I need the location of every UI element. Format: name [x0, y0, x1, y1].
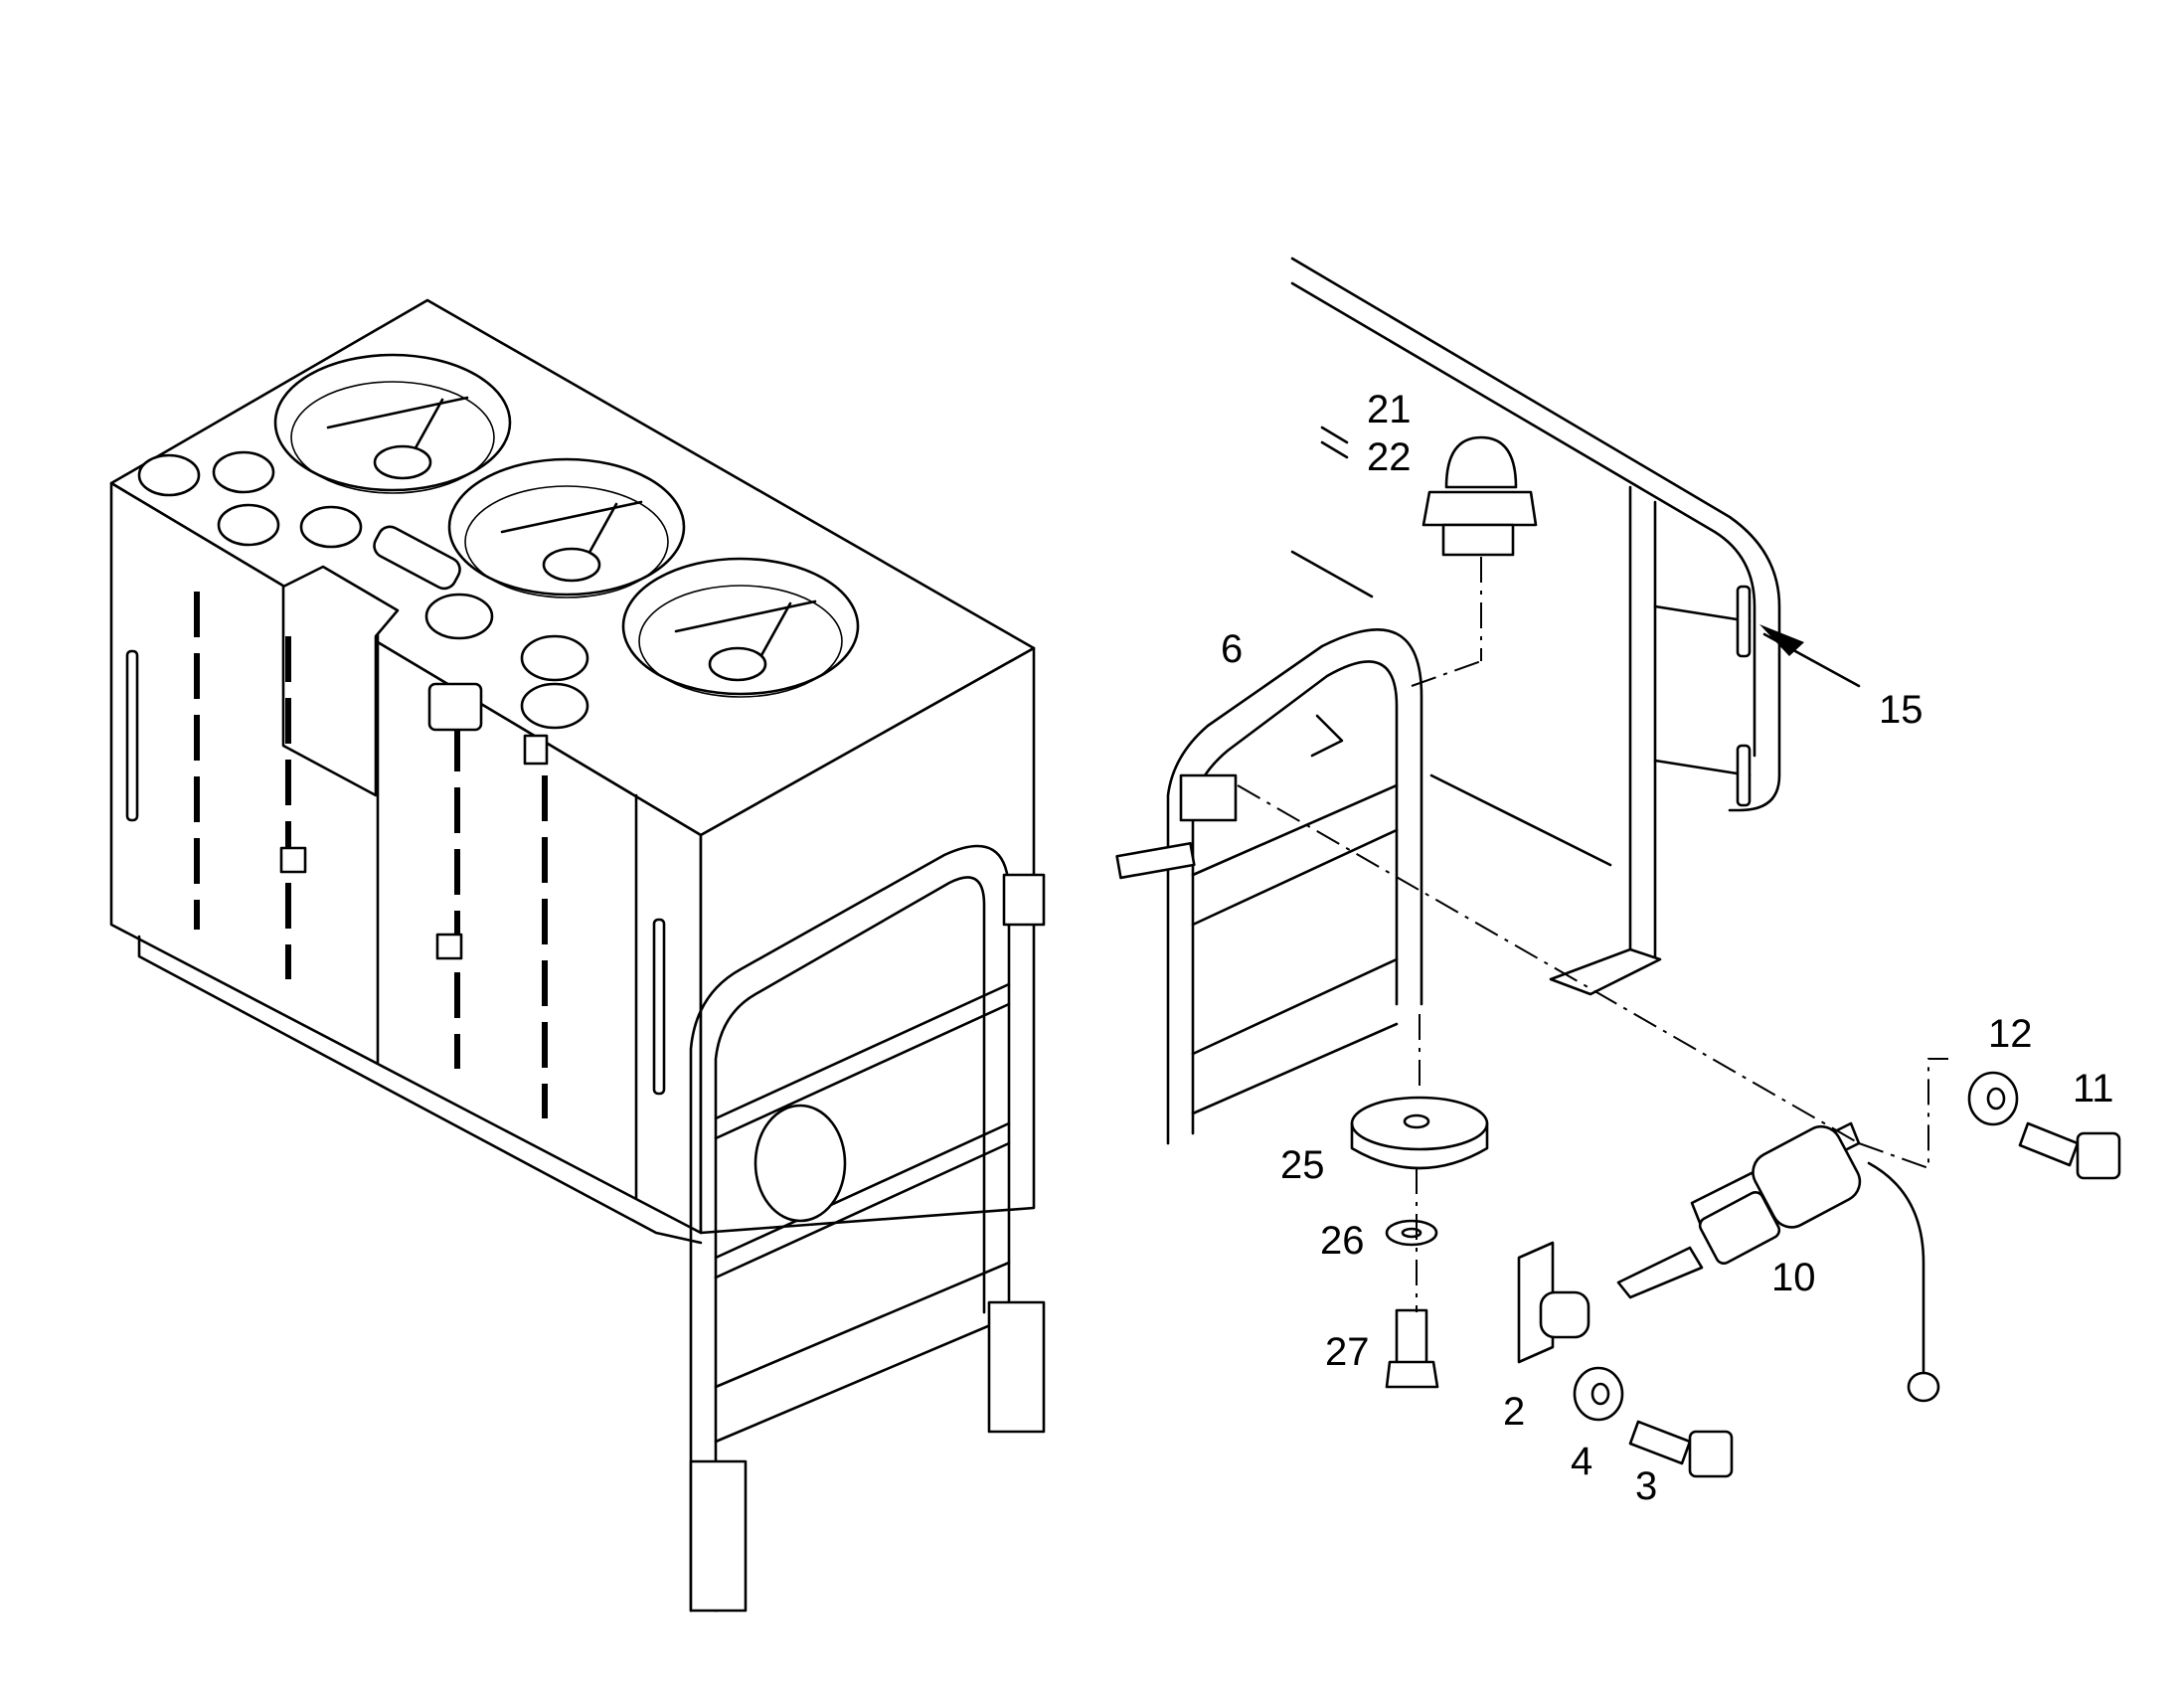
railing-pin: [1736, 744, 1752, 807]
fan-2: [447, 457, 686, 598]
top-hatch: [373, 525, 461, 591]
part-6-ladder: [1115, 628, 1423, 1145]
port-ring: [424, 593, 494, 640]
cabinet-ladder: [689, 844, 1046, 1613]
callout-27: 27: [1325, 1330, 1370, 1374]
latch-plate: [435, 933, 463, 960]
callout-22: 22: [1367, 435, 1412, 479]
port-ring: [212, 450, 275, 494]
callout-2: 2: [1503, 1390, 1526, 1434]
part-25-disc: [1350, 1096, 1489, 1170]
callout-12: 12: [1988, 1012, 2033, 1056]
cabinet-opening: [281, 565, 400, 797]
latch-plate: [279, 846, 307, 874]
assembly-center-lines: [1237, 557, 1948, 1312]
railing-assembly: [1290, 256, 1861, 996]
callout-26: 26: [1320, 1219, 1365, 1263]
part-4-washer: [1573, 1366, 1624, 1422]
part-21-22-cap: [1320, 426, 1538, 557]
part-6-bracket: [1179, 773, 1238, 822]
callout-3: 3: [1635, 1464, 1658, 1508]
part-12-washer: [1967, 1071, 2019, 1126]
door-handle: [652, 918, 666, 1096]
callout-15: 15: [1879, 688, 1923, 732]
cabinet-unit: [109, 298, 1036, 1245]
ladder-foot-plate: [987, 1300, 1046, 1434]
part-6-stub: [1115, 841, 1196, 880]
part-3-bolt: [1628, 1420, 1734, 1478]
fan-1: [273, 353, 512, 494]
railing-foot: [1549, 947, 1662, 996]
arrow-15: [1759, 624, 1804, 656]
port-ring: [520, 634, 589, 682]
ladder-foot-plate: [689, 1459, 748, 1613]
callout-25: 25: [1280, 1143, 1325, 1187]
part-11-bolt: [2018, 1121, 2121, 1180]
door-handle: [125, 649, 139, 822]
latch-plate: [523, 734, 549, 766]
side-port: [753, 1104, 847, 1223]
part-27-bolt: [1385, 1308, 1439, 1389]
cabinet-base: [137, 935, 703, 1245]
fan-3: [621, 557, 860, 698]
callout-6: 6: [1221, 627, 1244, 671]
vent-plate: [427, 682, 483, 732]
callout-4: 4: [1571, 1440, 1593, 1483]
port-ring: [299, 505, 363, 549]
ladder-bracket: [1002, 873, 1046, 927]
part-10-latch: [1616, 1121, 1940, 1403]
callout-21: 21: [1367, 388, 1412, 431]
callout-10: 10: [1771, 1256, 1816, 1299]
part-2-bracket: [1517, 1241, 1590, 1364]
callout-11: 11: [2073, 1067, 2114, 1110]
port-ring: [520, 682, 589, 730]
railing-pin: [1736, 585, 1752, 658]
part-26-washer: [1385, 1219, 1438, 1247]
port-ring: [137, 453, 201, 497]
port-ring: [217, 503, 280, 547]
